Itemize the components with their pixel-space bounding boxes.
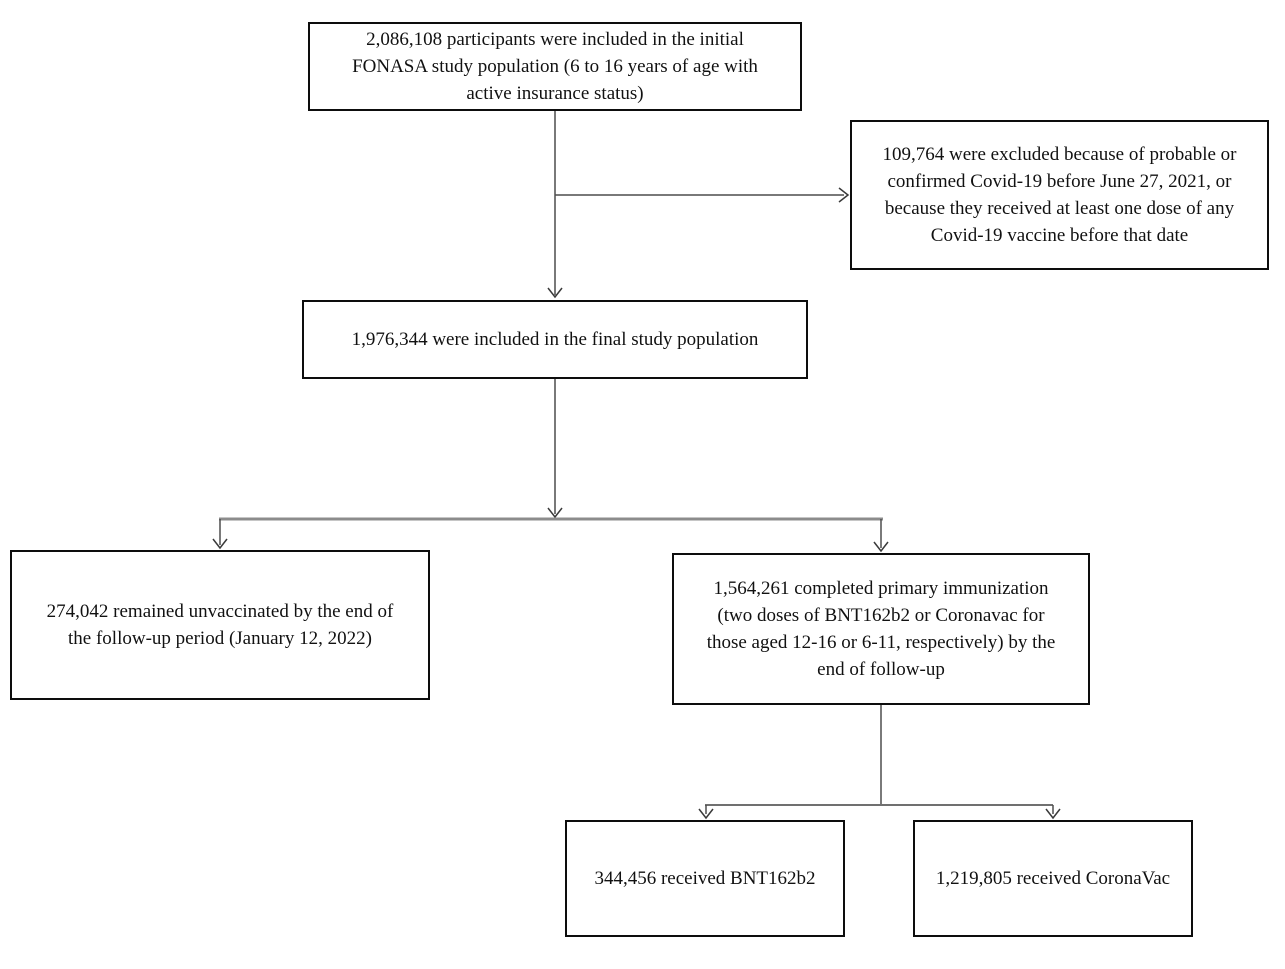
arrowhead-into-split <box>547 507 563 519</box>
node-received-bnt162b2: 344,456 received BNT162b2 <box>565 820 845 937</box>
node-received-coronavac: 1,219,805 received CoronaVac <box>913 820 1193 937</box>
node-unvaccinated: 274,042 remained unvaccinated by the end… <box>10 550 430 700</box>
arrowhead-into-final <box>547 287 563 299</box>
arrowhead-into-unvaccinated <box>212 538 228 550</box>
node-initial-population: 2,086,108 participants were included in … <box>308 22 802 111</box>
node-completed-primary-immunization: 1,564,261 completed primary immunization… <box>672 553 1090 705</box>
arrowhead-into-bnt <box>698 808 714 820</box>
node-excluded: 109,764 were excluded because of probabl… <box>850 120 1269 270</box>
arrowhead-into-coronavac <box>1045 808 1061 820</box>
arrowhead-into-excluded <box>838 187 850 203</box>
node-final-population: 1,976,344 were included in the final stu… <box>302 300 808 379</box>
arrowhead-into-primary <box>873 541 889 553</box>
